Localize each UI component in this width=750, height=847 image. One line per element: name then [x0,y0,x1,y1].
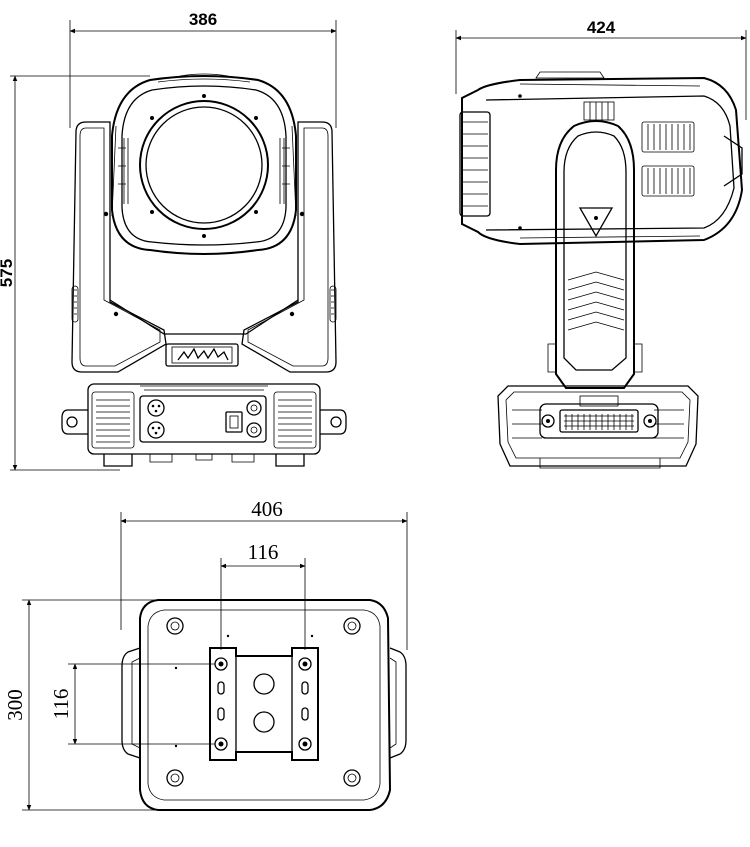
xlr-connector-icon [147,399,165,439]
power-switch-icon [225,411,243,433]
mounting-bracket-icon [209,647,319,761]
front-head [111,73,297,255]
dimension-bottom-hole-spacing-vertical: 116 [49,663,226,745]
front-view: 386 575 [0,10,347,471]
side-base [497,385,699,469]
dimension-front-height: 575 [0,75,150,471]
power-socket-icon [246,400,262,438]
bottom-base [121,599,407,811]
side-yoke-arm [547,120,643,389]
dimension-front-width: 386 [69,10,337,128]
dim-label-116-horizontal: 116 [248,540,279,564]
front-yoke [71,121,337,373]
logo-badge-icon [165,343,239,367]
dim-label-386: 386 [189,10,217,29]
bottom-feet [166,617,361,787]
front-lower-panel [109,299,299,335]
dim-label-300: 300 [3,689,27,721]
dim-label-424: 424 [587,18,616,37]
front-base [61,383,347,467]
dim-label-406: 406 [251,497,283,521]
side-view: 424 [455,18,747,469]
dim-label-116-vertical: 116 [49,689,73,720]
dimension-side-width: 424 [455,18,747,120]
dimension-bottom-hole-spacing-horizontal: 116 [220,540,306,650]
dimension-bottom-depth: 300 [3,599,170,811]
dimension-bottom-width: 406 [120,497,408,650]
side-head [459,71,744,246]
bottom-view: 406 116 300 116 [3,497,408,811]
dim-label-575: 575 [0,259,16,287]
